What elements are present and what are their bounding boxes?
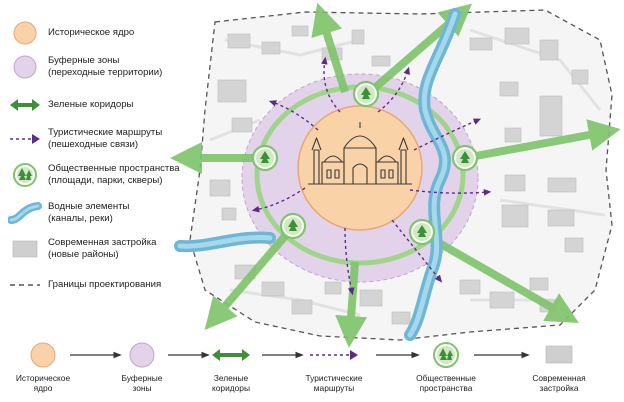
historic-core	[297, 105, 423, 231]
legend-item-green-corridor: Зеленые коридоры	[8, 92, 133, 118]
tourist-route-4	[413, 118, 482, 151]
legend-label: Туристические маршруты	[48, 127, 163, 138]
boundary-icon	[10, 284, 40, 286]
tourist-route-5	[409, 188, 492, 196]
flow-label-public-spaces: Общественные пространства	[416, 373, 476, 393]
green-corridor-east	[464, 119, 621, 162]
legend-sublabel: (каналы, реки)	[48, 213, 113, 224]
legend-label: Современная застройка	[48, 237, 157, 248]
green-corridor-north	[311, 2, 349, 94]
legend-label: Общественные пространства	[48, 163, 180, 174]
tourist-route-icon	[10, 134, 40, 144]
legend-sublabel: (новые районы)	[48, 249, 119, 260]
public-space-node	[408, 218, 436, 246]
flow-historic-core-icon	[30, 342, 56, 368]
legend-item-public-space: Общественные пространства (площади, парк…	[8, 162, 180, 188]
legend-item-boundary: Границы проектирования	[8, 272, 161, 298]
green-corridor-southwest	[204, 225, 296, 331]
tourist-routes	[251, 56, 492, 296]
flow-modern-building-icon	[545, 345, 573, 364]
river	[174, 8, 461, 341]
legend-label: Зеленые коридоры	[48, 99, 134, 110]
flow-buffer-zone-icon	[129, 342, 155, 368]
legend-sublabel: (площади, парки, скверы)	[48, 175, 163, 186]
public-space-icon	[13, 163, 37, 187]
legend-item-water: Водные элементы (каналы, реки)	[8, 200, 129, 226]
flow-label-buffer-zones: Буферные зоны	[121, 373, 163, 393]
legend-sublabel: (пешеходные связи)	[48, 139, 139, 150]
historic-core-icon	[13, 21, 37, 45]
tourist-route-3	[268, 100, 319, 131]
legend-label: Границы проектирования	[48, 279, 162, 290]
tourist-route-8	[391, 219, 443, 283]
green-corridor-icon	[10, 99, 40, 111]
public-space-node	[279, 212, 307, 240]
legend-label: Буферные зоны	[48, 55, 120, 66]
flow-green-corridor-icon	[212, 349, 250, 361]
tourist-route-6	[251, 187, 306, 213]
legend-label: Водные элементы	[48, 201, 130, 212]
water-icon	[8, 202, 42, 224]
public-spaces	[251, 80, 479, 246]
legend-item-modern-building: Современная застройка (новые районы)	[8, 236, 156, 262]
legend-item-tourist-route: Туристические маршруты (пешеходные связи…	[8, 126, 162, 152]
mosque-icon	[308, 122, 412, 185]
tourist-route-7	[344, 227, 355, 296]
legend-item-buffer-zone: Буферные зоны (переходные территории)	[8, 54, 162, 80]
flow-label-historic-core: Историческое ядро	[15, 373, 71, 393]
public-space-node	[352, 80, 380, 108]
green-corridor-southeast	[423, 231, 579, 323]
modern-buildings	[209, 25, 589, 325]
legend-label: Историческое ядро	[48, 27, 135, 38]
public-space-node	[451, 144, 479, 172]
legend-item-historic-core: Историческое ядро	[8, 20, 134, 46]
buffer-zone-icon	[13, 55, 37, 79]
flow-tourist-route-icon	[310, 350, 358, 360]
tourist-route-2	[377, 66, 410, 113]
flow-diagram	[30, 342, 573, 368]
flow-label-modern-buildings: Современная застройка	[532, 373, 586, 393]
legend-sublabel: (переходные территории)	[48, 67, 163, 78]
flow-label-green-corridors: Зеленые коридоры	[212, 373, 250, 393]
modern-building-icon	[12, 240, 38, 258]
flow-public-space-icon	[433, 342, 459, 368]
public-space-node	[251, 144, 279, 172]
flow-label-tourist-routes: Туристические маршруты	[305, 373, 363, 393]
green-corridor-south	[335, 261, 368, 348]
